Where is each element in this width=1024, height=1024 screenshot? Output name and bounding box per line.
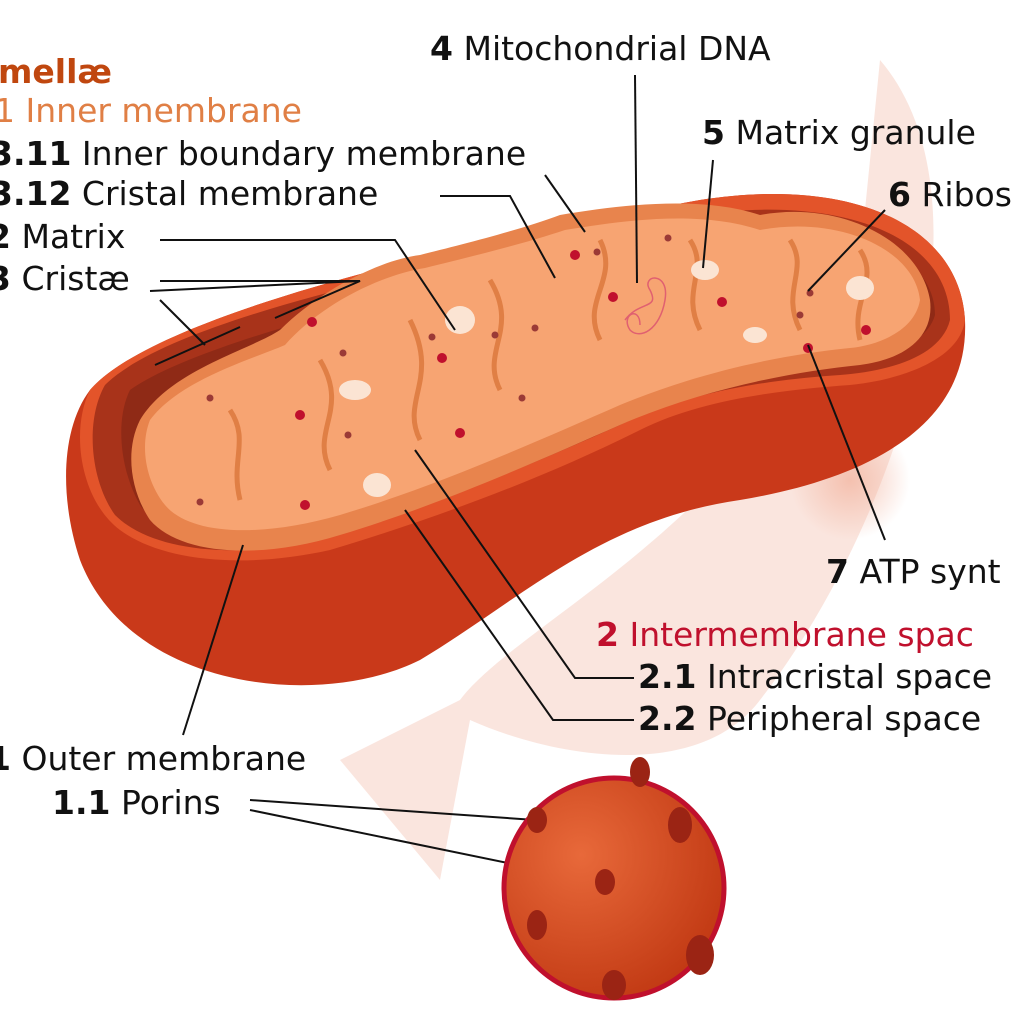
label-num: 1 bbox=[0, 739, 11, 778]
label-text: Ribos bbox=[921, 175, 1012, 214]
label-text: Intermembrane spac bbox=[629, 615, 974, 654]
label-text: Intracristal space bbox=[706, 657, 993, 696]
label-text: Inner boundary membrane bbox=[81, 134, 527, 173]
label-num: 7 bbox=[826, 552, 849, 591]
label-intracristal-space: 2.1 Intracristal space bbox=[638, 660, 992, 693]
mtdna-strand bbox=[624, 277, 667, 335]
label-text: ATP synt bbox=[859, 552, 1001, 591]
label-text: Cristal membrane bbox=[81, 174, 379, 213]
zoom-arrow bbox=[340, 60, 934, 880]
label-text: Outer membrane bbox=[21, 739, 307, 778]
label-outer-membrane: 1 Outer membrane bbox=[0, 742, 306, 775]
label-peripheral-space: 2.2 Peripheral space bbox=[638, 702, 981, 735]
label-atp-synthase: 7 ATP synt bbox=[826, 555, 1001, 588]
label-text: Porins bbox=[120, 783, 221, 822]
label-lamellae: mellæ bbox=[0, 52, 112, 91]
label-text: Mitochondrial DNA bbox=[463, 29, 771, 68]
label-num: 4 bbox=[430, 29, 453, 68]
label-intermembrane-space: 2 Intermembrane spac bbox=[596, 618, 974, 651]
outer-membrane-closeup bbox=[501, 757, 727, 1001]
label-mitochondrial-dna: 4 Mitochondrial DNA bbox=[430, 32, 771, 65]
label-num: 3.11 bbox=[0, 134, 72, 173]
label-num: 5 bbox=[702, 113, 725, 152]
cristae bbox=[131, 203, 931, 551]
label-num: 3.12 bbox=[0, 174, 72, 213]
label-text: Cristæ bbox=[21, 259, 130, 298]
label-text: Matrix bbox=[21, 217, 126, 256]
label-matrix: 2 Matrix bbox=[0, 220, 125, 253]
label-ribosome: 6 Ribos bbox=[888, 178, 1012, 211]
label-num: 3 bbox=[0, 259, 11, 298]
label-text: Inner membrane bbox=[25, 91, 302, 130]
label-porins: 1.1 Porins bbox=[52, 786, 221, 819]
label-matrix-granule: 5 Matrix granule bbox=[702, 116, 976, 149]
label-cristal-membrane: 3.12 Cristal membrane bbox=[0, 177, 378, 210]
label-inner-boundary-membrane: 3.11 Inner boundary membrane bbox=[0, 137, 526, 170]
label-text: Peripheral space bbox=[706, 699, 982, 738]
label-num: 6 bbox=[888, 175, 911, 214]
label-inner-membrane: 1 Inner membrane bbox=[0, 94, 302, 127]
label-num: 2.2 bbox=[638, 699, 697, 738]
label-num: 1 bbox=[0, 91, 15, 130]
label-num: 2 bbox=[0, 217, 11, 256]
label-num: 2.1 bbox=[638, 657, 697, 696]
leader-lines bbox=[149, 74, 886, 883]
label-text: Matrix granule bbox=[735, 113, 976, 152]
label-num: 2 bbox=[596, 615, 619, 654]
label-cristae: 3 Cristæ bbox=[0, 262, 130, 295]
label-num: 1.1 bbox=[52, 783, 111, 822]
